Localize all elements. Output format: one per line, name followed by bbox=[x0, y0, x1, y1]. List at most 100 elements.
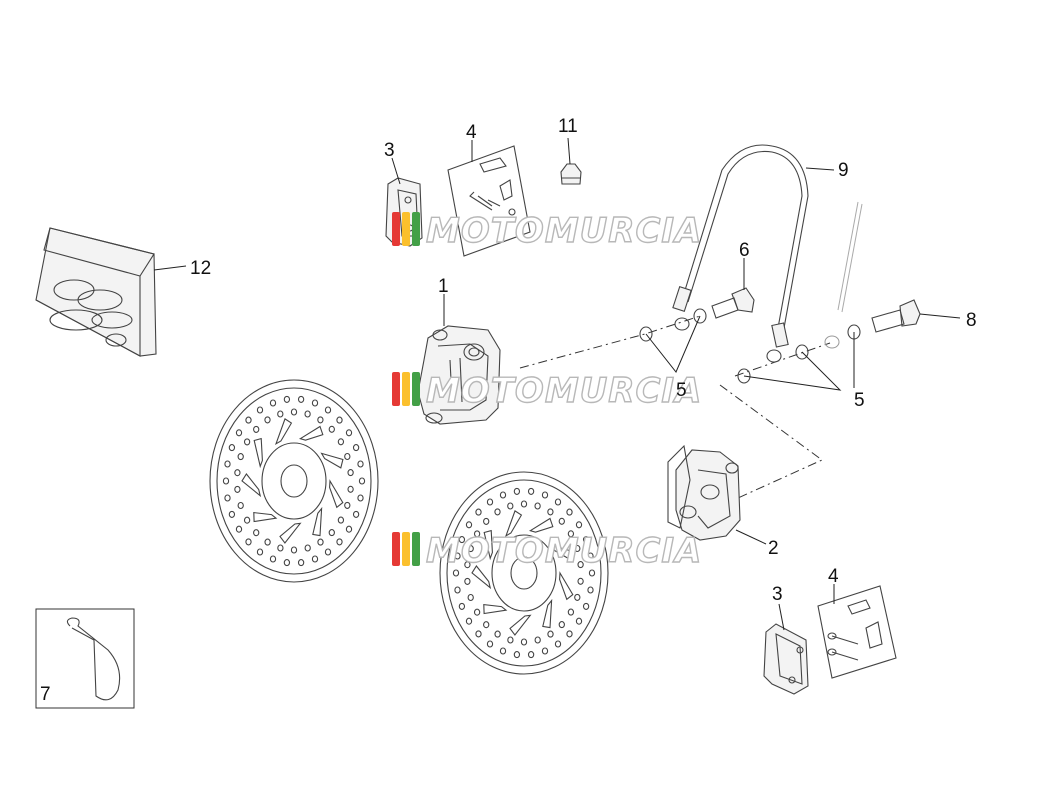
watermark-stripe-green bbox=[412, 212, 420, 246]
secondary-brake-line bbox=[824, 201, 863, 349]
disc-vent-hole bbox=[345, 429, 353, 437]
disc-vent-hole bbox=[507, 636, 514, 644]
callout-7: 7 bbox=[40, 684, 51, 705]
disc-spoke-slot bbox=[471, 565, 492, 590]
disc-vent-hole bbox=[283, 395, 291, 403]
disc-spoke-slot bbox=[483, 603, 508, 615]
disc-vent-hole bbox=[337, 438, 345, 446]
disc-vent-hole bbox=[311, 399, 319, 407]
disc-vent-hole bbox=[494, 508, 501, 516]
disc-vent-hole bbox=[513, 651, 521, 659]
disc-vent-hole bbox=[347, 485, 354, 493]
disc-vent-hole bbox=[304, 410, 311, 418]
disc-vent-hole bbox=[324, 406, 332, 414]
disc-vent-hole bbox=[352, 444, 360, 452]
disc-vent-hole bbox=[558, 621, 565, 629]
watermark-layer: MOTOMURCIA MOTOMURCIA MOTOMURCIA bbox=[392, 210, 702, 572]
disc-vent-hole bbox=[547, 630, 554, 638]
disc-vent-hole bbox=[475, 508, 482, 516]
disc-vent-hole bbox=[357, 494, 364, 502]
disc-vent-hole bbox=[547, 508, 554, 516]
watermark-bottom: MOTOMURCIA bbox=[392, 530, 702, 572]
callout-5-left: 5 bbox=[676, 380, 687, 401]
disc-vent-hole bbox=[324, 548, 332, 556]
disc-vent-hole bbox=[235, 429, 243, 437]
disc-vent-hole bbox=[234, 469, 241, 477]
callout-6: 6 bbox=[739, 240, 750, 261]
disc-vent-hole bbox=[520, 638, 528, 646]
brake-caliper-front bbox=[417, 325, 501, 425]
disc-vent-hole bbox=[467, 593, 474, 602]
brake-disc-left bbox=[209, 379, 379, 583]
disc-vent-hole bbox=[507, 502, 514, 510]
disc-vent-hole bbox=[577, 561, 584, 569]
disc-vent-hole bbox=[554, 640, 562, 648]
disc-spoke-slot bbox=[542, 598, 553, 629]
disc-vent-hole bbox=[483, 517, 490, 525]
pad-pin-kit-bottom bbox=[817, 585, 897, 679]
disc-vent-hole bbox=[520, 500, 528, 508]
disc-spoke-slot bbox=[320, 452, 344, 469]
brake-hose bbox=[672, 144, 809, 363]
disc-vent-hole bbox=[222, 477, 230, 485]
disc-vent-hole bbox=[527, 651, 535, 659]
disc-spoke-slot bbox=[504, 510, 523, 538]
disc-vent-hole bbox=[575, 617, 583, 625]
callout-labels: 1 2 3 3 4 4 5 5 6 7 8 9 11 12 bbox=[40, 116, 977, 705]
disc-vent-hole bbox=[587, 552, 594, 560]
disc-vent-hole bbox=[534, 636, 541, 644]
disc-vent-hole bbox=[283, 559, 291, 567]
watermark-middle: MOTOMURCIA bbox=[392, 370, 702, 412]
disc-vent-hole bbox=[352, 510, 360, 518]
callout-4-top: 4 bbox=[466, 122, 477, 143]
disc-vent-hole bbox=[494, 630, 501, 638]
disc-spoke-slot bbox=[241, 473, 262, 498]
disc-vent-hole bbox=[311, 555, 319, 563]
watermark-stripe-green bbox=[412, 372, 420, 406]
disc-vent-hole bbox=[566, 508, 573, 516]
leader-lines bbox=[153, 137, 961, 631]
disc-vent-hole bbox=[337, 516, 345, 524]
disc-vent-hole bbox=[486, 640, 494, 648]
disc-vent-hole bbox=[454, 552, 461, 560]
disc-vent-hole bbox=[237, 501, 244, 510]
banjo-bolt-short bbox=[711, 287, 755, 319]
disc-spoke-slot bbox=[298, 425, 324, 441]
disc-vent-hole bbox=[582, 536, 590, 544]
disc-vent-hole bbox=[264, 416, 271, 424]
watermark-stripe-yellow bbox=[402, 212, 410, 246]
banjo-bolt-long bbox=[871, 299, 921, 333]
disc-vent-hole bbox=[527, 487, 535, 495]
disc-vent-hole bbox=[465, 521, 473, 529]
watermark-stripe-red bbox=[392, 212, 400, 246]
disc-vent-hole bbox=[574, 544, 581, 553]
disc-vent-hole bbox=[245, 416, 252, 424]
disc-vent-hole bbox=[454, 586, 461, 594]
disc-vent-hole bbox=[253, 529, 260, 537]
disc-vent-hole bbox=[224, 494, 231, 502]
disc-vent-hole bbox=[328, 425, 335, 433]
callout-3-bottom: 3 bbox=[772, 584, 783, 605]
disc-vent-hole bbox=[458, 602, 466, 610]
callout-1: 1 bbox=[438, 276, 449, 297]
watermark-stripe-red bbox=[392, 532, 400, 566]
disc-spoke-slot bbox=[528, 517, 554, 533]
disc-vent-hole bbox=[513, 487, 521, 495]
sealing-washers bbox=[639, 308, 861, 384]
disc-vent-hole bbox=[269, 555, 277, 563]
watermark-top: MOTOMURCIA bbox=[392, 210, 702, 252]
pad-pin-kit-top bbox=[447, 145, 531, 257]
disc-vent-hole bbox=[587, 586, 594, 594]
watermark-text: MOTOMURCIA bbox=[426, 211, 702, 251]
disc-vent-hole bbox=[256, 406, 264, 414]
disc-spoke-slot bbox=[253, 511, 278, 523]
disc-vent-hole bbox=[473, 530, 481, 538]
disc-vent-hole bbox=[458, 536, 466, 544]
seal-kit-bag bbox=[35, 227, 157, 357]
bleed-cap bbox=[560, 163, 582, 185]
disc-vent-hole bbox=[567, 608, 575, 616]
brake-caliper-rear bbox=[667, 444, 741, 541]
disc-vent-hole bbox=[582, 602, 590, 610]
disc-vent-hole bbox=[452, 569, 460, 577]
